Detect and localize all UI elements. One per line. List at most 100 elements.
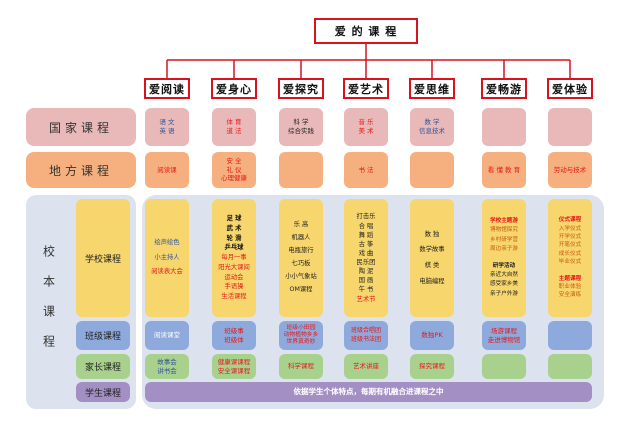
class-item: 班级事: [224, 326, 244, 335]
national-cell-reading: 语 文 英 语: [145, 108, 189, 146]
school-item: 乒乓球: [224, 244, 244, 252]
national-item: 数 学: [424, 118, 440, 127]
local-item: 心理健康: [221, 174, 247, 183]
school-item: 毕业仪式: [558, 259, 582, 266]
school-item: 戏 曲: [358, 249, 374, 257]
national-item: 英 语: [159, 127, 175, 135]
class-cell-thinking: 数独PK: [410, 321, 454, 350]
family-item: 科学课程: [288, 362, 314, 371]
school-item: 阳光大课间: [218, 263, 250, 271]
school-item: 小主持人: [154, 253, 180, 261]
national-cell-art: 音 乐 美 术: [344, 108, 388, 146]
family-item: 艺术讲座: [353, 362, 379, 371]
school-item: 数 独: [424, 230, 440, 238]
family-cell-exploration: 科学课程: [279, 354, 323, 379]
row-label-class-courses: 班级课程: [76, 321, 130, 350]
school-item: 博物馆探究: [490, 227, 518, 234]
local-cell-body-mind: 安 全 礼 仪 心理健康: [212, 152, 256, 188]
class-item: 阅读课堂: [154, 331, 180, 340]
column-header-art: 爱艺术: [343, 78, 389, 99]
school-item: 开学仪式: [558, 234, 582, 241]
national-item: 美 术: [358, 127, 374, 135]
school-item: 武 术: [226, 224, 242, 232]
family-cell-reading: 故事会 讲书会: [145, 354, 189, 379]
local-item: 看 懂 教 育: [487, 165, 521, 174]
school-item: 阅读表大会: [151, 268, 183, 276]
class-item: 班级体: [224, 335, 244, 344]
class-item: 场游课程: [491, 326, 517, 335]
school-item: 民乐团: [356, 259, 376, 266]
school-cell-reading: 绘声绘色 小主持人 阅读表大会: [145, 199, 189, 317]
family-item: 探究课程: [419, 362, 445, 371]
school-item: 安全演练: [558, 292, 582, 299]
class-item: 数独PK: [421, 331, 443, 340]
local-item: 安 全: [226, 156, 242, 165]
school-item: 午 书: [358, 286, 374, 294]
local-cell-thinking: [410, 152, 454, 188]
school-item: 开笔仪式: [558, 242, 582, 249]
school-item: 艺术节: [356, 295, 376, 303]
school-item: 乡村研学营: [490, 236, 518, 243]
student-course-bar: 依据学生个体特点，每期有机融合进课程之中: [145, 382, 592, 402]
school-item: 绘声绘色: [154, 239, 180, 247]
class-item: 班级书法团: [350, 335, 381, 343]
school-item: 成长仪式: [558, 250, 582, 257]
national-item: 体 育: [226, 118, 242, 127]
school-item: 乐 高: [293, 221, 309, 229]
school-item: 职业体验: [558, 283, 582, 290]
family-cell-travel: [482, 354, 526, 379]
school-item: 感受家乡美: [490, 281, 518, 288]
school-item: 学校主题游: [490, 218, 518, 225]
class-cell-experience: [548, 321, 592, 350]
school-cell-experience: 仪式课程 入学仪式 开学仪式 开笔仪式 成长仪式 毕业仪式 主题课程 职业体验 …: [548, 199, 592, 317]
school-item: 周边亲子游: [490, 245, 518, 252]
school-item: 生活课程: [221, 293, 247, 301]
column-header-exploration: 爱探究: [278, 78, 324, 99]
root-title: 爱 的 课 程: [314, 18, 418, 44]
school-item: 仪式课程: [558, 217, 582, 224]
school-item: 运动会: [224, 273, 244, 281]
family-item: 故事会: [157, 357, 177, 366]
local-item: 书 法: [358, 165, 374, 174]
family-item: 健康课课程: [217, 357, 251, 366]
school-item: 轮 滑: [226, 234, 242, 242]
national-cell-thinking: 数 学 信息技术: [410, 108, 454, 146]
row-label-local: 地方课程: [26, 152, 136, 188]
row-label-school-courses: 学校课程: [76, 199, 130, 317]
national-item: 音 乐: [358, 118, 374, 127]
national-cell-travel: [482, 108, 526, 146]
class-cell-body-mind: 班级事 班级体: [212, 321, 256, 350]
school-item: 小小气象站: [285, 272, 317, 280]
national-item: 综合实践: [288, 127, 314, 135]
family-cell-experience: [548, 354, 592, 379]
school-item: 亲子户外游: [490, 290, 518, 297]
family-cell-art: 艺术讲座: [344, 354, 388, 379]
class-cell-travel: 场游课程 走进博物馆: [482, 321, 526, 350]
national-cell-experience: [548, 108, 592, 146]
school-cell-travel: 学校主题游 博物馆探究 乡村研学营 周边亲子游 研学活动 亲近大自然 感受家乡美…: [482, 199, 526, 317]
class-item: 世界真奇妙: [286, 339, 316, 346]
row-label-student-courses: 学生课程: [76, 382, 130, 402]
column-header-experience: 爱体验: [547, 78, 593, 99]
school-item: 舞 蹈: [358, 231, 374, 239]
local-cell-art: 书 法: [344, 152, 388, 188]
local-cell-travel: 看 懂 教 育: [482, 152, 526, 188]
school-cell-art: 打击乐 合 唱 舞 蹈 古 筝 戏 曲 民乐团 陶 泥 国 画 午 书 艺术节: [344, 199, 388, 317]
school-item: 国 画: [358, 277, 374, 285]
school-item: 合 唱: [358, 222, 374, 230]
school-item: 入学仪式: [558, 225, 582, 232]
school-cell-exploration: 乐 高 机器人 电瓶旅行 七巧板 小小气象站 OM课程: [279, 199, 323, 317]
school-item: 亲近大自然: [490, 272, 518, 279]
school-item: 棋 类: [424, 262, 440, 269]
school-item: 古 筝: [358, 240, 374, 248]
national-item: 道 法: [226, 127, 242, 135]
school-item: 七巧板: [291, 260, 311, 267]
school-item: 机器人: [291, 234, 311, 242]
local-cell-exploration: [279, 152, 323, 188]
school-cell-thinking: 数 独 数学故事 棋 类 电脑编程: [410, 199, 454, 317]
national-item: 科 学: [293, 118, 309, 127]
school-item: 打击乐: [356, 213, 376, 221]
local-cell-reading: 阅读课: [145, 152, 189, 188]
local-item: 礼 仪: [226, 165, 242, 174]
